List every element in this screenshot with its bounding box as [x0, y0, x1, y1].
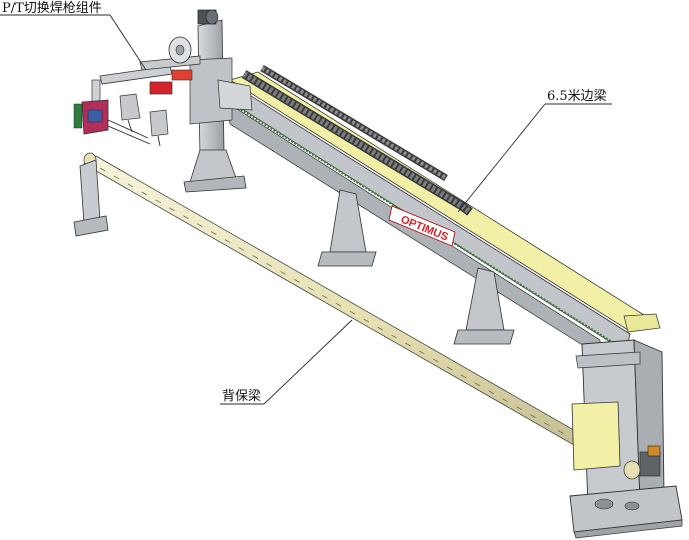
right-end-column	[569, 339, 683, 539]
beam-support-legs	[317, 189, 515, 345]
back-beam-left-stand	[73, 159, 109, 237]
cable-chain	[241, 64, 473, 216]
label-beam-6-5m: 6.5米边梁	[547, 89, 607, 104]
control-box	[73, 99, 109, 135]
main-column	[183, 9, 253, 193]
label-back-beam: 背保梁	[222, 389, 261, 404]
callout-beam-6-5m: 6.5米边梁	[457, 89, 612, 213]
callout-pt-switch-torch: P/T切换焊枪组件	[0, 0, 147, 71]
pt-switch-torch-assembly	[73, 36, 201, 147]
side-beam-6-5m: OPTIMUS	[225, 64, 661, 357]
label-pt-switch-torch: P/T切换焊枪组件	[2, 0, 102, 16]
callout-back-beam: 背保梁	[220, 319, 353, 405]
